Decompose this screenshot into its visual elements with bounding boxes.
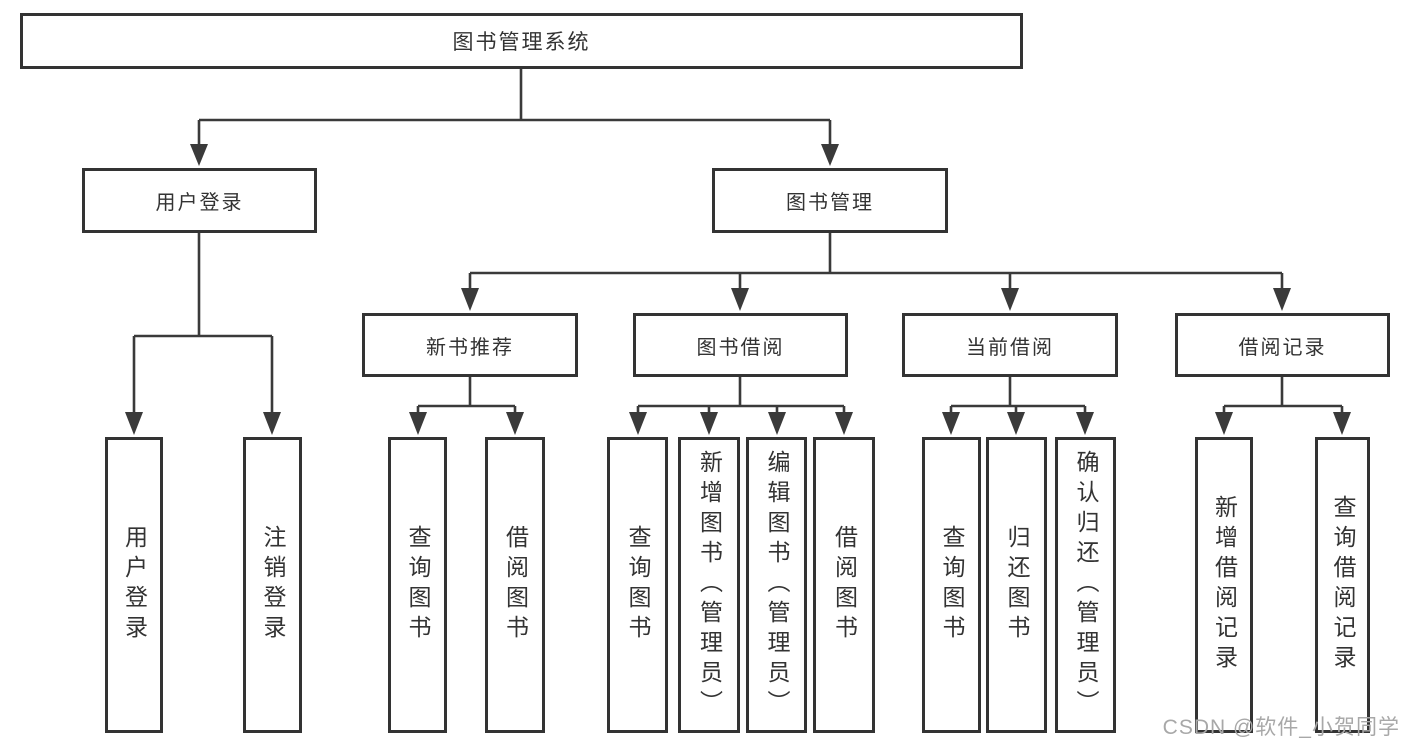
arrowhead [700,412,718,435]
arrowhead [768,412,786,435]
node-new-book-recommend: 新书推荐 [362,313,578,377]
leaf-query-books-current: 查询图书 [922,437,981,733]
node-borrow-records: 借阅记录 [1175,313,1390,377]
connector-book-management [468,233,1284,290]
arrowhead [821,144,839,166]
arrowhead [835,412,853,435]
connector-borrow-records [1222,377,1344,414]
arrowhead [1001,288,1019,311]
leaf-user-login: 用户登录 [105,437,163,733]
arrowhead [1215,412,1233,435]
arrowhead [1333,412,1351,435]
leaf-label: 借阅图书 [831,525,858,645]
arrowhead [506,412,524,435]
leaf-return-books: 归还图书 [986,437,1047,733]
connector-new-book-recommend [416,377,517,414]
leaf-edit-book-admin: 编辑图书（管理员） [746,437,807,733]
leaf-logout: 注销登录 [243,437,302,733]
leaf-label: 注销登录 [260,525,286,645]
leaf-label: 确认归还（管理员） [1073,450,1099,720]
leaf-label: 新增图书（管理员） [696,450,723,720]
leaf-label: 编辑图书（管理员） [764,450,790,720]
leaf-label: 借阅图书 [502,525,529,645]
arrowhead [942,412,960,435]
csdn-watermark: CSDN @软件_小贺同学 [1162,716,1400,739]
arrowhead [1076,412,1094,435]
arrowhead [1007,412,1025,435]
connector-user-login [132,233,274,414]
arrowhead [629,412,647,435]
arrowhead [1273,288,1291,311]
arrowhead [190,144,208,166]
connector-root [197,69,832,146]
leaf-add-book-admin: 新增图书（管理员） [678,437,740,733]
node-current-borrow: 当前借阅 [902,313,1118,377]
connector-current-borrow [949,377,1087,414]
leaf-query-borrow-record: 查询借阅记录 [1315,437,1370,733]
arrowhead [731,288,749,311]
connector-book-borrow [636,377,846,414]
arrowhead [125,412,143,435]
leaf-add-borrow-record: 新增借阅记录 [1195,437,1253,733]
node-book-borrow: 图书借阅 [633,313,848,377]
leaf-borrow-books-recommend: 借阅图书 [485,437,545,733]
arrowhead [263,412,281,435]
leaf-label: 查询图书 [939,525,965,645]
leaf-label: 用户登录 [121,525,148,645]
node-root: 图书管理系统 [20,13,1023,69]
leaf-label: 新增借阅记录 [1211,495,1238,675]
leaf-confirm-return-admin: 确认归还（管理员） [1055,437,1116,733]
arrowhead [409,412,427,435]
leaf-label: 查询图书 [625,525,651,645]
leaf-label: 归还图书 [1004,525,1030,645]
leaf-borrow-books: 借阅图书 [813,437,875,733]
node-user-login: 用户登录 [82,168,317,233]
leaf-label: 查询借阅记录 [1330,495,1356,675]
leaf-query-books-borrow: 查询图书 [607,437,668,733]
leaf-query-books-recommend: 查询图书 [388,437,447,733]
leaf-label: 查询图书 [405,525,431,645]
node-book-management: 图书管理 [712,168,948,233]
arrowhead [461,288,479,311]
